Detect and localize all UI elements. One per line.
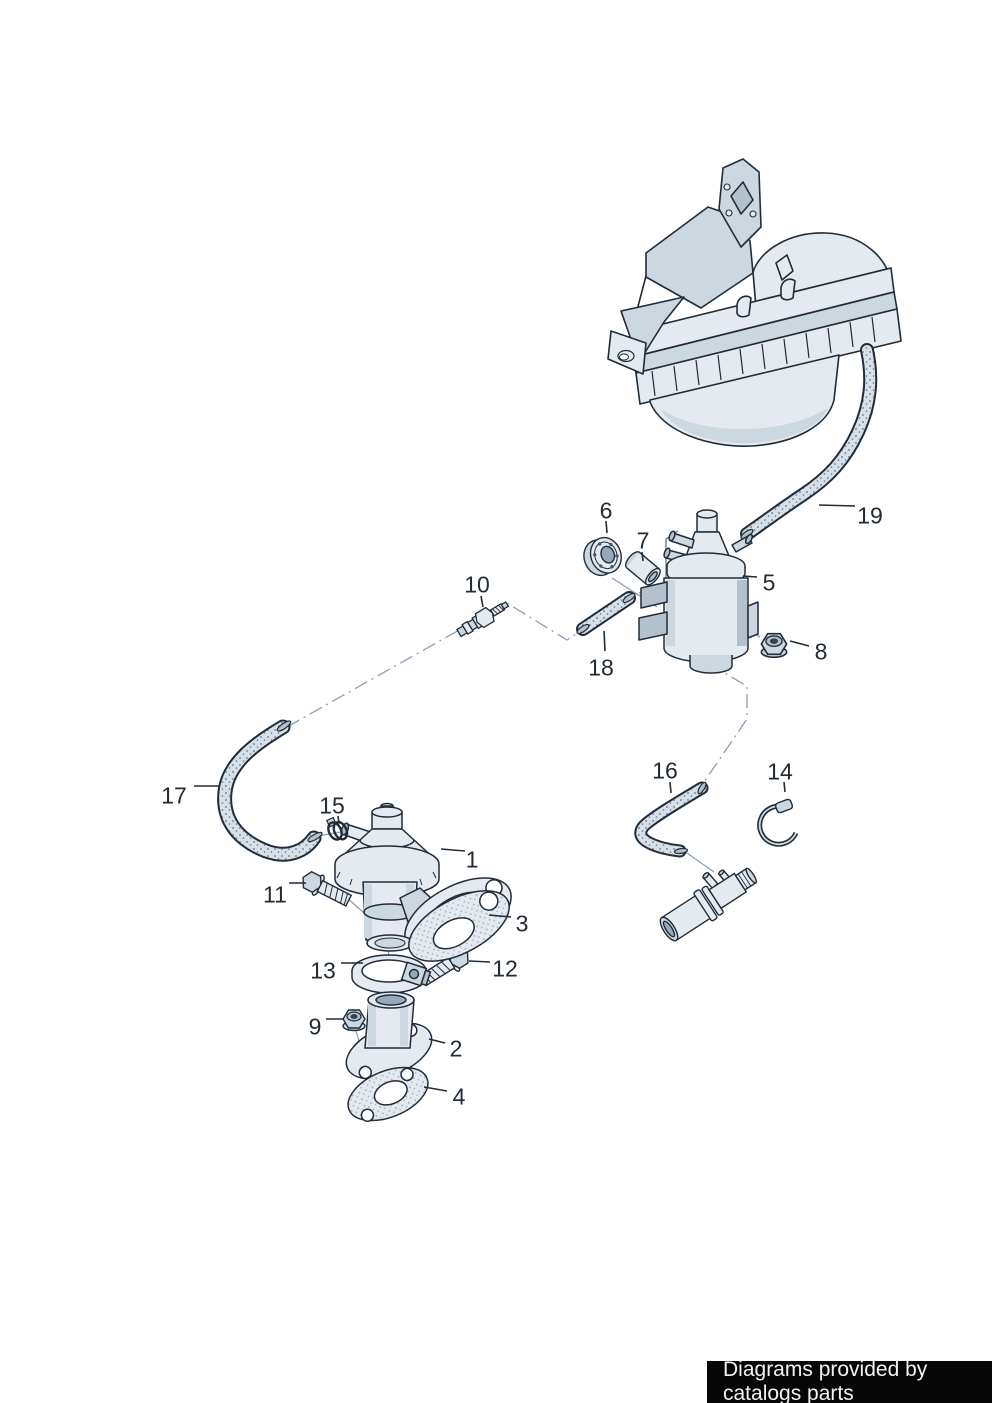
footer-credit-bar: Diagrams provided by catalogs parts <box>707 1358 992 1403</box>
nut-9 <box>342 1009 366 1032</box>
clamp-15 <box>325 816 349 841</box>
part-label-4: 4 <box>452 1083 466 1110</box>
part-label-17: 17 <box>161 782 187 809</box>
part-label-19: 19 <box>857 502 883 529</box>
distributor-pipe <box>659 867 757 942</box>
part-label-15: 15 <box>319 792 345 819</box>
hose-19 <box>740 343 878 541</box>
nut-8 <box>760 632 788 659</box>
bushing-7 <box>625 551 661 586</box>
fitting-10 <box>456 601 510 638</box>
connecting-pipe-2 <box>345 991 433 1080</box>
vacuum-valve-5 <box>638 509 759 674</box>
housing-lid-panel <box>645 206 754 309</box>
spring-clip-14 <box>757 798 799 847</box>
housing-dome-tab <box>775 254 794 281</box>
housing-ribs <box>651 316 876 397</box>
part-label-13: 13 <box>310 957 336 984</box>
part-label-3: 3 <box>515 910 529 937</box>
housing-clip-2 <box>780 278 796 301</box>
part-label-6: 6 <box>599 497 613 524</box>
air-filter-housing <box>607 158 902 447</box>
gasket-3 <box>408 890 510 962</box>
housing-top-tab <box>718 158 762 248</box>
gasket-4 <box>347 1066 429 1122</box>
part-label-18: 18 <box>588 654 614 681</box>
part-label-16: 16 <box>652 757 678 784</box>
part-label-8: 8 <box>814 638 828 665</box>
part-label-1: 1 <box>465 846 479 873</box>
part-label-5: 5 <box>762 569 776 596</box>
part-label-7: 7 <box>636 527 650 554</box>
hose-16 <box>634 781 709 858</box>
housing-clip-1 <box>736 295 752 318</box>
part-label-11: 11 <box>263 881 287 908</box>
part-label-9: 9 <box>308 1013 322 1040</box>
housing-ribbed-skirt <box>635 308 902 405</box>
grommet-6 <box>583 536 622 577</box>
part-label-2: 2 <box>449 1035 463 1062</box>
valve-bracket-clip-2 <box>638 611 668 641</box>
valve-bracket-clip-1 <box>640 581 668 609</box>
housing-bracket <box>607 296 685 375</box>
hose-17 <box>217 719 323 862</box>
part-label-10: 10 <box>464 571 490 598</box>
clamp-ring-13 <box>351 954 432 994</box>
part-label-12: 12 <box>492 955 518 982</box>
hose-18 <box>576 591 636 636</box>
part-label-14: 14 <box>767 758 793 785</box>
label-leader-lines <box>194 504 856 1092</box>
footer-credit-text: Diagrams provided by catalogs parts <box>723 1358 928 1403</box>
